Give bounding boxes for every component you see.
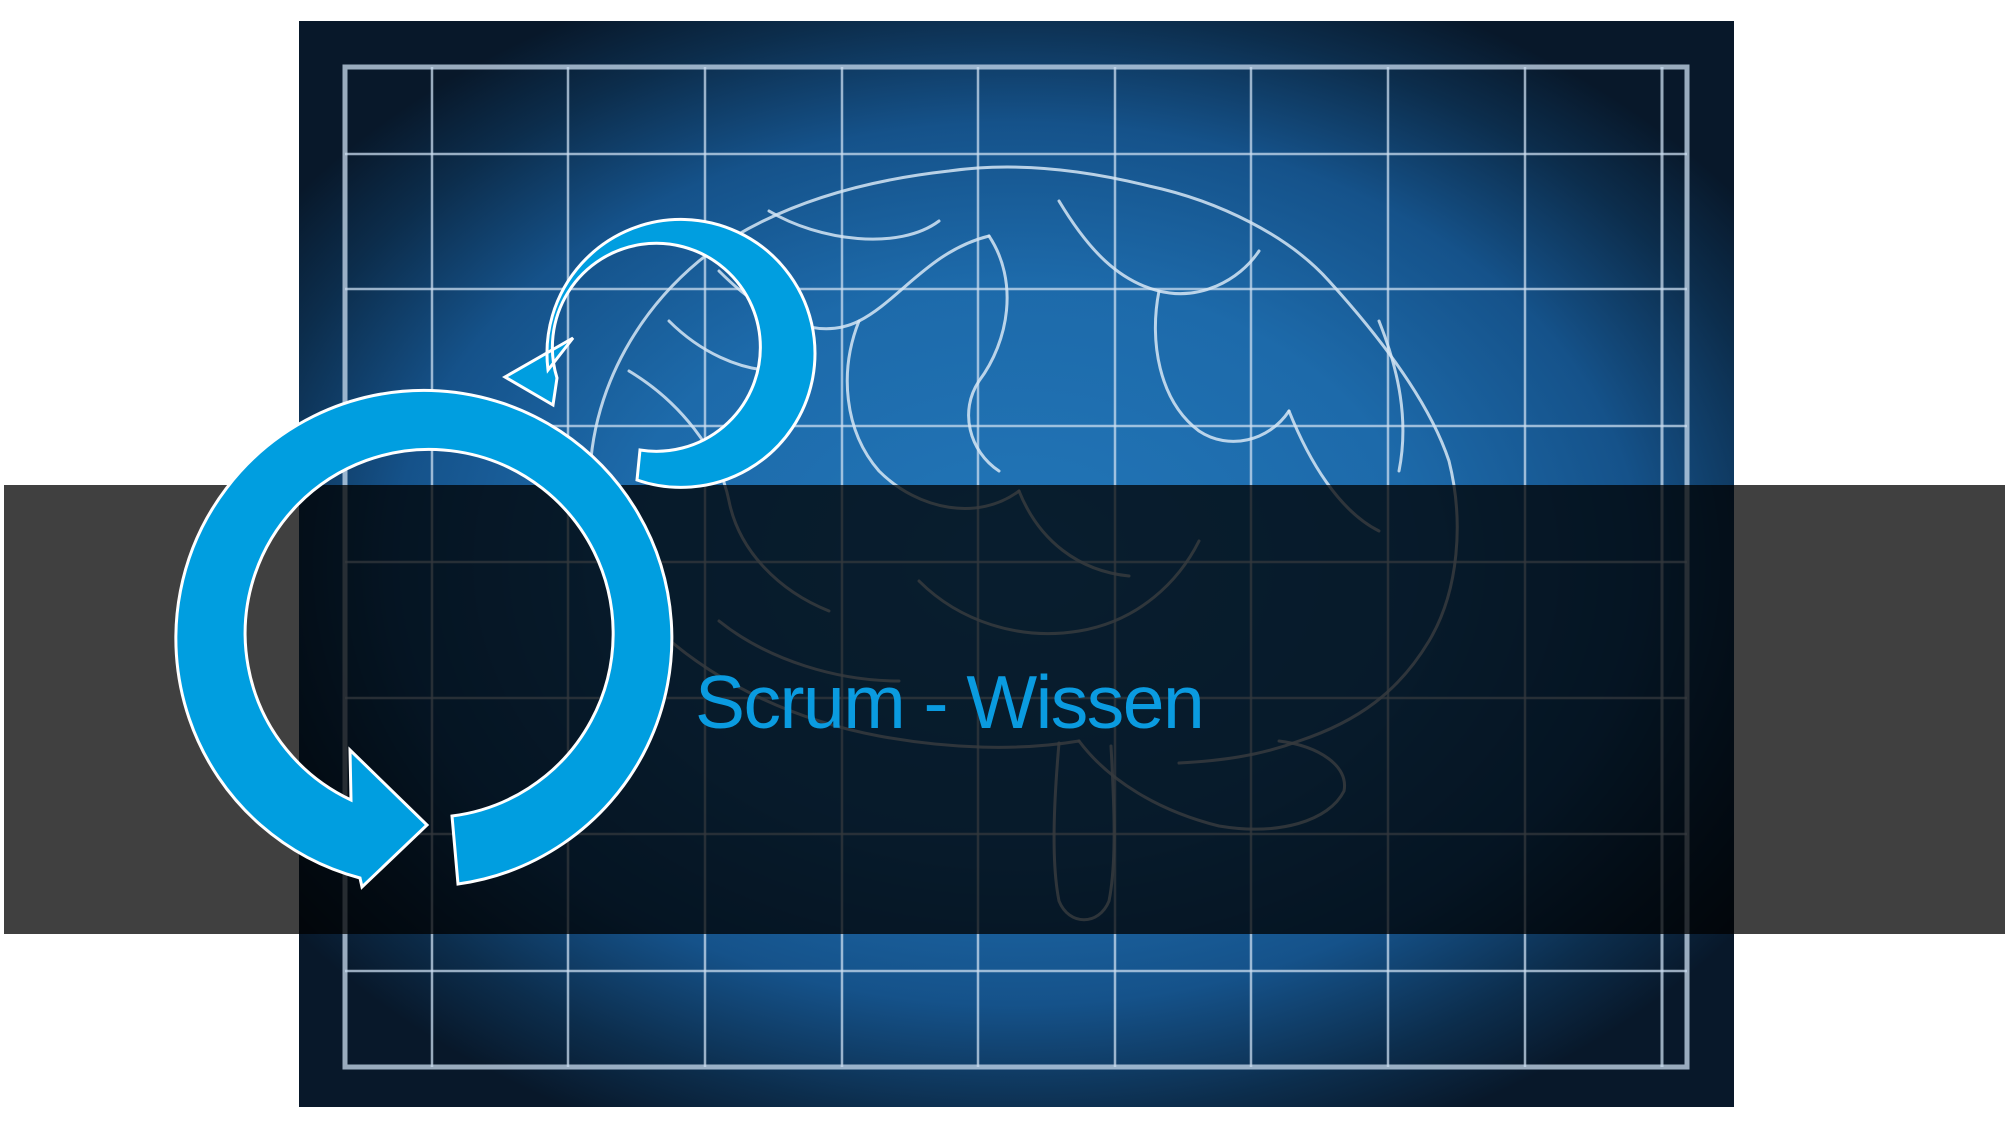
small-cycle-arrow-icon bbox=[502, 217, 817, 489]
page-title: Scrum - Wissen bbox=[695, 660, 1205, 744]
large-cycle-arrow-icon bbox=[174, 388, 674, 890]
